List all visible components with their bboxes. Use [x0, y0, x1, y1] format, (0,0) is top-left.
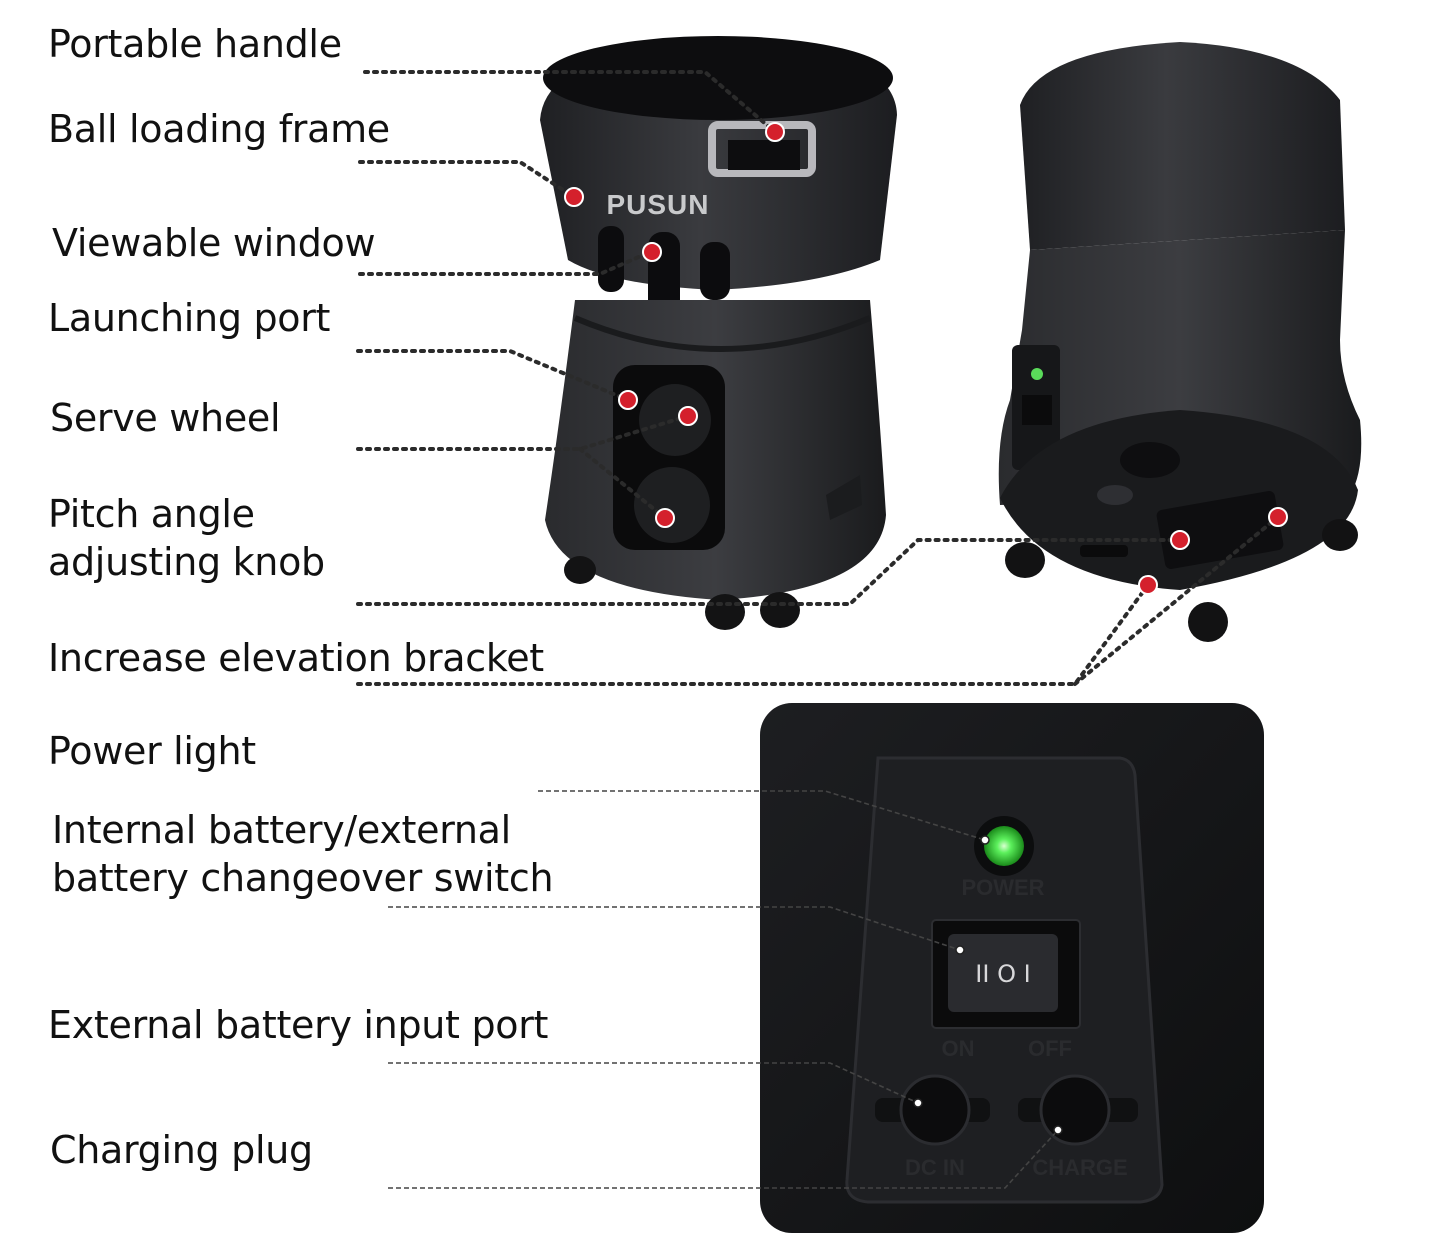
panel-markers — [913, 835, 1063, 1135]
label-launching-port: Launching port — [48, 296, 331, 340]
marker-viewable-window — [642, 242, 662, 262]
switch-symbols: II O I — [975, 960, 1030, 988]
marker-launching-port — [618, 390, 638, 410]
label-viewable-window: Viewable window — [52, 221, 376, 265]
control-panel-closeup: POWER II O I ON OFF DC IN CHARGE — [760, 703, 1264, 1233]
machine-front-view — [540, 36, 897, 630]
charge-label: CHARGE — [1032, 1155, 1127, 1180]
power-label: POWER — [961, 875, 1044, 900]
machine-bottom-view — [998, 42, 1362, 642]
marker-elevation-bracket-a — [1138, 575, 1158, 595]
label-changeover-switch: Internal battery/external battery change… — [52, 806, 554, 902]
marker-serve-wheel-upper — [678, 406, 698, 426]
label-switch-line2: battery changeover switch — [52, 856, 554, 900]
marker-elevation-bracket-b — [1268, 507, 1288, 527]
label-switch-line1: Internal battery/external — [52, 808, 511, 852]
label-serve-wheel: Serve wheel — [50, 396, 281, 440]
dc-in-label: DC IN — [905, 1155, 965, 1180]
label-pitch-angle-line2: adjusting knob — [48, 540, 325, 584]
label-power-light: Power light — [48, 729, 256, 773]
label-charging-plug: Charging plug — [50, 1128, 313, 1172]
label-external-battery-input-port: External battery input port — [48, 1003, 549, 1047]
marker-ball-loading-frame — [564, 187, 584, 207]
leader-lines-panel — [388, 790, 1059, 1189]
label-pitch-angle-knob: Pitch angle adjusting knob — [48, 490, 325, 586]
marker-pitch-angle-knob — [1170, 530, 1190, 550]
marker-serve-wheel-lower — [655, 508, 675, 528]
marker-portable-handle — [765, 122, 785, 142]
off-label: OFF — [1028, 1036, 1072, 1061]
on-label: ON — [942, 1036, 975, 1061]
leader-lines-top — [356, 70, 1280, 686]
brand-logo: PUSUN — [606, 189, 709, 220]
label-ball-loading-frame: Ball loading frame — [48, 107, 390, 151]
label-portable-handle: Portable handle — [48, 22, 342, 66]
label-pitch-angle-line1: Pitch angle — [48, 492, 255, 536]
markers — [564, 122, 1288, 595]
label-increase-elevation-bracket: Increase elevation bracket — [48, 636, 544, 680]
